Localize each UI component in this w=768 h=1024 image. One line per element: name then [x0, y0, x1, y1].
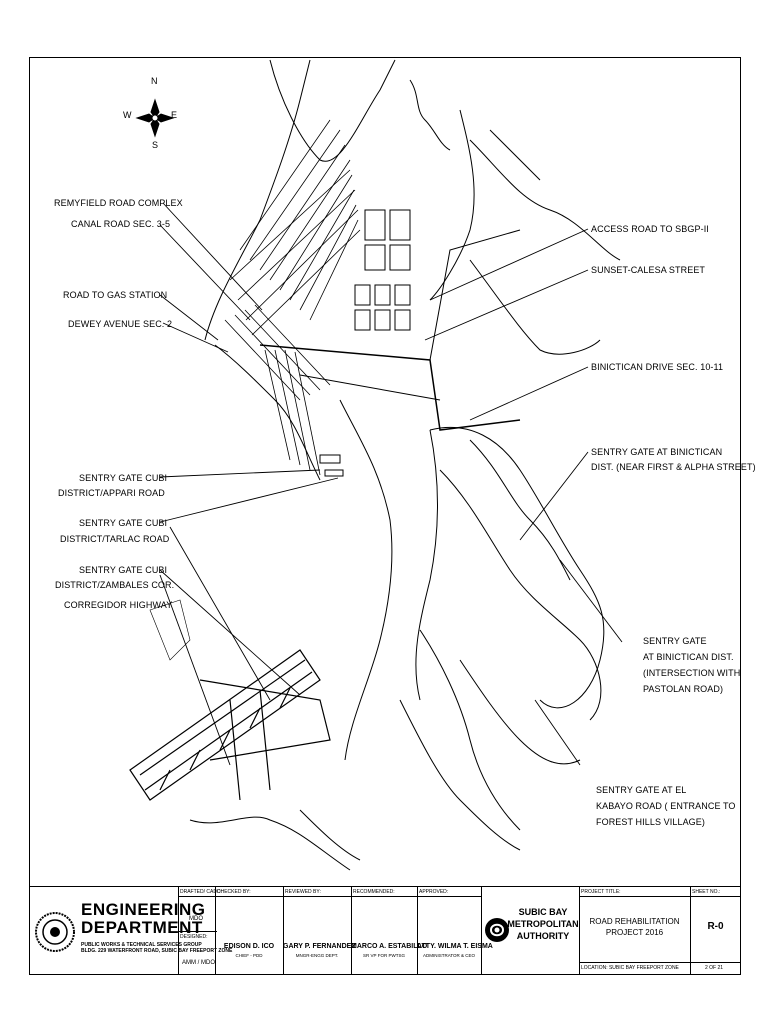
label-canal-road: CANAL ROAD SEC. 3-5 [71, 219, 171, 229]
header-drafted: DRAFTED/ CADD: [180, 889, 222, 895]
header-approved: APPROVED: [419, 889, 449, 895]
header-checked: CHECKED BY: [217, 889, 251, 895]
label-sentry-cubi-3c: CORREGIDOR HIGHWAY [64, 600, 173, 610]
label-sentry-el-kabayo-a: SENTRY GATE AT EL [596, 785, 687, 795]
header-project-title: PROJECT TITLE: [581, 889, 621, 895]
label-remyfield-road: REMYFIELD ROAD COMPLEX [54, 198, 183, 208]
checked-title: CHIEF - PDD [235, 953, 263, 958]
label-sentry-binictican-1a: SENTRY GATE AT BINICTICAN [591, 447, 723, 457]
label-sentry-cubi-3b: DISTRICT/ZAMBALES COR. [55, 580, 175, 590]
sheet-number: R-0 [707, 921, 724, 932]
header-sheet-no: SHEET NO.: [692, 889, 721, 895]
label-sentry-cubi-2b: DISTRICT/TARLAC ROAD [60, 534, 170, 544]
designed-value: AMM / MDO [182, 960, 215, 966]
approved-title: ADMINISTRATOR & CEO [422, 953, 476, 958]
header-reviewed: REVIEWED BY: [285, 889, 321, 895]
label-sentry-cubi-1b: DISTRICT/APPARI ROAD [58, 488, 165, 498]
header-designed: DESIGNED: [180, 934, 208, 940]
recommended-name: MARCO A. ESTABILLO [351, 943, 428, 950]
authority-line1: SUBIC BAY [518, 907, 568, 917]
label-sentry-cubi-3a: SENTRY GATE CUBI [79, 565, 168, 575]
header-recommended: RECOMMENDED: [353, 889, 395, 895]
leader-lines [159, 202, 623, 766]
label-dewey-avenue: DEWEY AVENUE SEC. 2 [68, 319, 173, 329]
authority-line3: AUTHORITY [516, 931, 570, 941]
label-sentry-binictican-1b: DIST. (NEAR FIRST & ALPHA STREET) [591, 462, 756, 472]
sheet-count: 2 OF 21 [705, 965, 724, 971]
project-title-line2: PROJECT 2016 [605, 928, 664, 937]
map-linework [129, 59, 623, 871]
label-sentry-gate-2a: SENTRY GATE [643, 636, 707, 646]
label-sentry-gate-2d: PASTOLAN ROAD) [643, 684, 724, 694]
compass-north-letter: N [151, 76, 158, 86]
label-road-to-gas-station: ROAD TO GAS STATION [63, 290, 168, 300]
label-binictican-drive: BINICTICAN DRIVE SEC. 10-11 [591, 362, 724, 372]
header-location: LOCATION: SUBIC BAY FREEPORT ZONE [581, 965, 679, 971]
project-title-line1: ROAD REHABILITATION [589, 917, 680, 926]
label-sentry-gate-2c: (INTERSECTION WITH [643, 668, 741, 678]
group-line1: PUBLIC WORKS & TECHNICAL SERVICES GROUP [81, 942, 202, 948]
group-line2: BLDG. 229 WATERFRONT ROAD, SUBIC BAY FRE… [81, 948, 233, 954]
label-sentry-el-kabayo-b: KABAYO ROAD ( ENTRANCE TO [596, 801, 736, 811]
dept-name-line2: DEPARTMENT [81, 918, 203, 937]
reviewed-title: MNGR-ENGG DEPT. [295, 953, 339, 958]
compass-west-letter: W [123, 110, 132, 120]
compass-east-letter: E [171, 110, 178, 120]
authority-line2: METROPOLITAN [507, 919, 579, 929]
reviewed-name: GARY P. FERNANDEZ [283, 943, 356, 950]
label-sentry-gate-2b: AT BINICTICAN DIST. [643, 652, 734, 662]
label-sentry-el-kabayo-c: FOREST HILLS VILLAGE) [596, 817, 705, 827]
runway [129, 649, 331, 801]
label-sunset-calesa: SUNSET-CALESA STREET [591, 265, 706, 275]
label-sentry-cubi-1a: SENTRY GATE CUBI [79, 473, 168, 483]
approved-name: ATTY. WILMA T. EISMA [417, 943, 493, 950]
dept-name-line1: ENGINEERING [81, 900, 206, 919]
title-block: ENGINEERING DEPARTMENT PUBLIC WORKS & TE… [29, 886, 741, 975]
compass-rose [135, 98, 175, 138]
compass-south-letter: S [152, 140, 159, 150]
recommended-title: SR VP FOR PWTSG [363, 953, 405, 958]
sbma-seal-icon [35, 912, 75, 952]
label-access-road-sbgp: ACCESS ROAD TO SBGP-II [591, 224, 709, 234]
drawing-sheet-border [29, 57, 741, 975]
label-sentry-cubi-2a: SENTRY GATE CUBI [79, 518, 168, 528]
sbma-logo-icon [485, 918, 509, 942]
checked-name: EDISON D. ICO [223, 943, 275, 950]
drafted-value: MDO [189, 916, 203, 922]
